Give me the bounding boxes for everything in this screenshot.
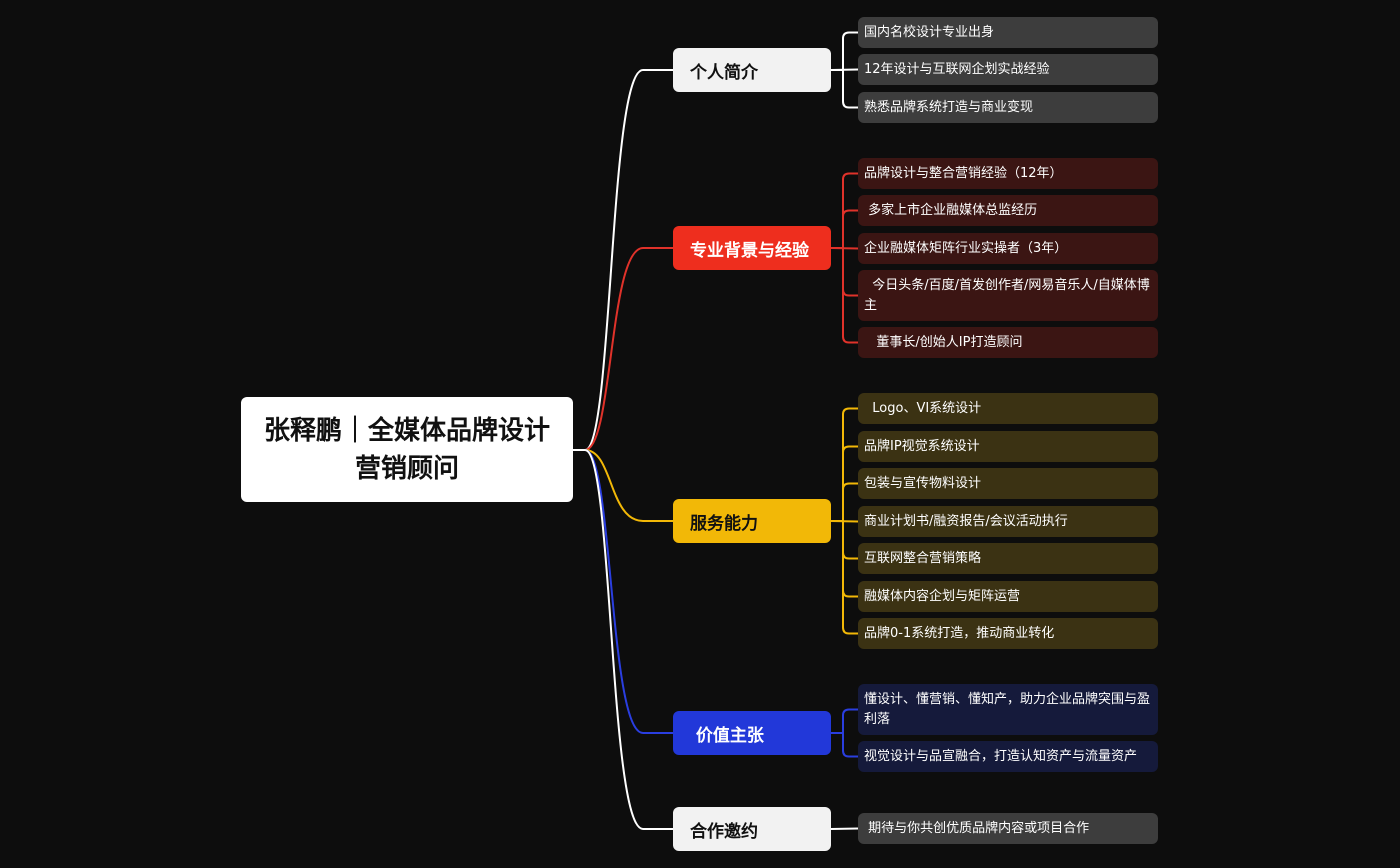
leaf-text: 熟悉品牌系统打造与商业变现 [864, 99, 1034, 115]
branch-to-leaf-line [831, 708, 858, 734]
leaf-node[interactable]: 多家上市企业融媒体总监经历 [858, 195, 1158, 226]
branch-to-leaf-line [831, 520, 858, 598]
leaf-text: 12年设计与互联网企划实战经验 [864, 61, 1050, 77]
leaf-node[interactable]: 视觉设计与品宣融合，打造认知资产与流量资产 [858, 741, 1158, 772]
root-node[interactable]: 张释鹏｜全媒体品牌设计营销顾问 [241, 397, 573, 502]
branch-label: 专业背景与经验 [690, 240, 809, 261]
leaf-text: 多家上市企业融媒体总监经历 [864, 202, 1038, 218]
branch-node-profile[interactable]: 个人简介 [673, 48, 831, 92]
leaf-node[interactable]: 品牌设计与整合营销经验（12年） [858, 158, 1158, 189]
leaf-node[interactable]: 期待与你共创优质品牌内容或项目合作 [858, 813, 1158, 844]
branch-label: 价值主张 [690, 725, 764, 746]
branch-label: 合作邀约 [690, 821, 758, 842]
branch-node-services[interactable]: 服务能力 [673, 499, 831, 543]
leaf-text: 视觉设计与品宣融合，打造认知资产与流量资产 [864, 748, 1138, 764]
root-title: 张释鹏｜全媒体品牌设计营销顾问 [263, 415, 550, 484]
leaf-text: Logo、VI系统设计 [864, 400, 982, 416]
leaf-text: 期待与你共创优质品牌内容或项目合作 [864, 820, 1090, 836]
branch-to-leaf-line [831, 732, 858, 758]
branch-to-leaf-line [831, 69, 858, 109]
branch-to-leaf-line [831, 445, 858, 522]
leaf-node[interactable]: 熟悉品牌系统打造与商业变现 [858, 92, 1158, 123]
leaf-text: 懂设计、懂营销、懂知产，助力企业品牌突围与盈利落 [864, 691, 1151, 727]
leaf-node[interactable]: 融媒体内容企划与矩阵运营 [858, 581, 1158, 612]
branch-to-leaf-line [831, 209, 858, 249]
branch-to-leaf-line [830, 247, 859, 250]
branch-to-leaf-line [831, 482, 858, 522]
branch-to-leaf-line [831, 172, 858, 249]
leaf-node[interactable]: Logo、VI系统设计 [858, 393, 1158, 424]
leaf-text: 品牌IP视觉系统设计 [864, 438, 980, 454]
branch-node-value[interactable]: 价值主张 [673, 711, 831, 755]
leaf-text: 商业计划书/融资报告/会议活动执行 [864, 513, 1068, 529]
leaf-node[interactable]: 今日头条/百度/首发创作者/网易音乐人/自媒体博主 [858, 270, 1158, 321]
leaf-text: 包装与宣传物料设计 [864, 475, 982, 491]
leaf-node[interactable]: 企业融媒体矩阵行业实操者（3年） [858, 233, 1158, 264]
branch-to-leaf-line [831, 247, 858, 344]
leaf-text: 融媒体内容企划与矩阵运营 [864, 588, 1021, 604]
branch-node-background[interactable]: 专业背景与经验 [673, 226, 831, 270]
leaf-text: 董事长/创始人IP打造顾问 [864, 334, 1023, 350]
leaf-text: 品牌0-1系统打造，推动商业转化 [864, 625, 1055, 641]
branch-label: 个人简介 [690, 62, 758, 83]
branch-to-leaf-line [831, 520, 858, 635]
branch-node-cooperation[interactable]: 合作邀约 [673, 807, 831, 851]
leaf-node[interactable]: 品牌0-1系统打造，推动商业转化 [858, 618, 1158, 649]
leaf-text: 国内名校设计专业出身 [864, 24, 995, 40]
leaf-node[interactable]: 商业计划书/融资报告/会议活动执行 [858, 506, 1158, 537]
branch-to-leaf-line [830, 520, 859, 523]
leaf-node[interactable]: 互联网整合营销策略 [858, 543, 1158, 574]
leaf-node[interactable]: 董事长/创始人IP打造顾问 [858, 327, 1158, 358]
branch-label: 服务能力 [690, 513, 758, 534]
branch-to-leaf-line [831, 247, 858, 297]
root-to-branch-line [573, 69, 673, 451]
branch-to-leaf-line [831, 407, 858, 522]
leaf-node[interactable]: 懂设计、懂营销、懂知产，助力企业品牌突围与盈利落 [858, 684, 1158, 735]
branch-to-leaf-line [830, 68, 859, 71]
leaf-node[interactable]: 包装与宣传物料设计 [858, 468, 1158, 499]
leaf-text: 今日头条/百度/首发创作者/网易音乐人/自媒体博主 [864, 277, 1150, 313]
leaf-text: 企业融媒体矩阵行业实操者（3年） [864, 240, 1068, 256]
root-to-branch-line [573, 247, 673, 451]
branch-to-leaf-line [831, 520, 858, 560]
leaf-text: 品牌设计与整合营销经验（12年） [864, 165, 1063, 181]
root-to-branch-line [573, 449, 673, 734]
leaf-node[interactable]: 国内名校设计专业出身 [858, 17, 1158, 48]
leaf-text: 互联网整合营销策略 [864, 550, 982, 566]
branch-to-leaf-line [831, 31, 858, 71]
root-to-branch-line [573, 449, 673, 522]
root-to-branch-line [573, 449, 673, 830]
leaf-node[interactable]: 品牌IP视觉系统设计 [858, 431, 1158, 462]
branch-to-leaf-line [830, 827, 859, 830]
leaf-node[interactable]: 12年设计与互联网企划实战经验 [858, 54, 1158, 85]
